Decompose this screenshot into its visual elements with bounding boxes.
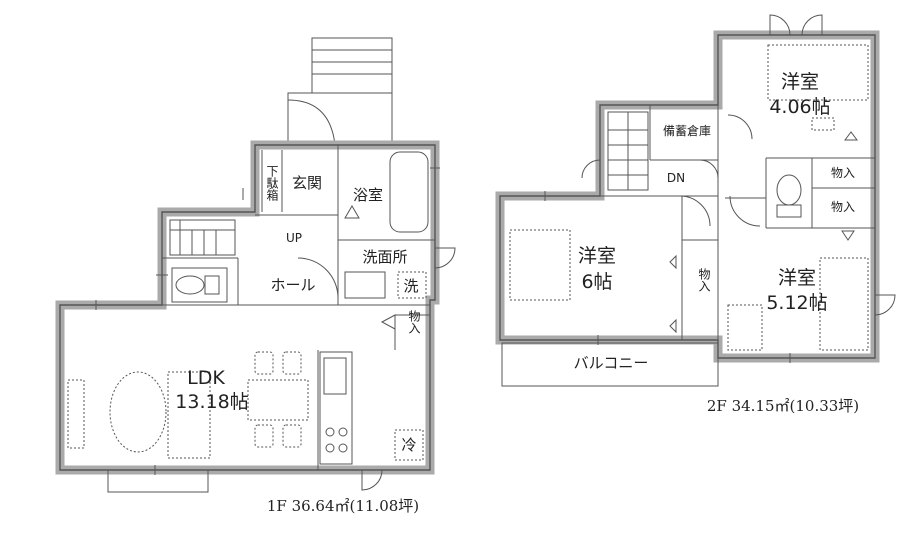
storage-2f-1-label: 物入 (831, 166, 855, 180)
western-a-size-label: 4.06帖 (769, 96, 830, 118)
bath-label: 浴室 (353, 186, 383, 204)
washer-space (397, 271, 427, 299)
hall-door[interactable] (297, 257, 339, 299)
ldk-size-label: 13.18帖 (175, 391, 248, 413)
second-floor-doors[interactable] (581, 14, 896, 316)
western-b-size-label: 6帖 (581, 271, 612, 293)
first-floor: 玄関 下駄箱 浴室 洗面所 洗 ホール UP 物入 LDK 13.18帖 冷 1… (55, 37, 456, 515)
closet-arrow-4 (669, 318, 677, 334)
closet-arrow-3 (669, 254, 677, 270)
second-floor-caption: 2F 34.15㎡(10.33坪) (707, 397, 859, 415)
hall-label: ホール (270, 276, 315, 294)
first-floor-toilet (171, 267, 228, 303)
entrance-label: 玄関 (292, 174, 322, 192)
closet-arrow-2 (844, 131, 858, 141)
second-floor: 洋室 4.06帖 備蓄倉庫 DN 物入 物入 洋室 6帖 物入 洋室 5.12帖… (495, 14, 896, 415)
stairs-down-label: DN (667, 171, 685, 185)
bed-6jo (509, 229, 571, 301)
stairs-up-label: UP (286, 231, 302, 245)
dining-set (247, 351, 309, 448)
living-furniture (67, 371, 211, 459)
first-floor-caption: 1F 36.64㎡(11.08坪) (267, 497, 419, 515)
second-floor-windows (520, 55, 820, 363)
desk-5jo (727, 304, 763, 351)
kitchen-counter (319, 314, 424, 465)
stockroom-label: 備蓄倉庫 (663, 123, 711, 138)
bathtub (344, 151, 429, 233)
shoe-box-label: 下駄箱 (265, 165, 279, 201)
western-a-name-label: 洋室 (781, 71, 819, 93)
closet-arrow (841, 230, 855, 241)
washroom-door[interactable] (434, 247, 456, 269)
bed-4jo (767, 44, 869, 101)
storage-2f-3-label: 物入 (697, 268, 711, 292)
balcony-label: バルコニー (574, 354, 649, 372)
washroom-label: 洗面所 (362, 248, 407, 266)
washer-label: 洗 (403, 277, 418, 295)
storage-1f-label: 物入 (407, 310, 421, 334)
first-floor-interior-walls (162, 145, 435, 470)
desk-4jo (811, 117, 835, 131)
ldk-name-label: LDK (187, 367, 225, 389)
second-floor-interior-walls (600, 105, 875, 340)
entrance-steps (287, 37, 393, 146)
first-floor-windows (70, 167, 440, 493)
western-c-name-label: 洋室 (778, 267, 816, 289)
second-floor-toilet (776, 174, 802, 218)
bed-5jo (819, 257, 869, 351)
kitchen-back-door[interactable] (361, 469, 383, 491)
western-c-size-label: 5.12帖 (766, 292, 827, 314)
second-floor-stairs (607, 111, 649, 191)
balcony (501, 342, 719, 387)
first-floor-stairs (169, 219, 236, 256)
western-b-name-label: 洋室 (578, 245, 616, 267)
storage-2f-2-label: 物入 (831, 200, 855, 214)
fridge-label: 冷 (401, 436, 416, 454)
washbasin (344, 271, 386, 299)
